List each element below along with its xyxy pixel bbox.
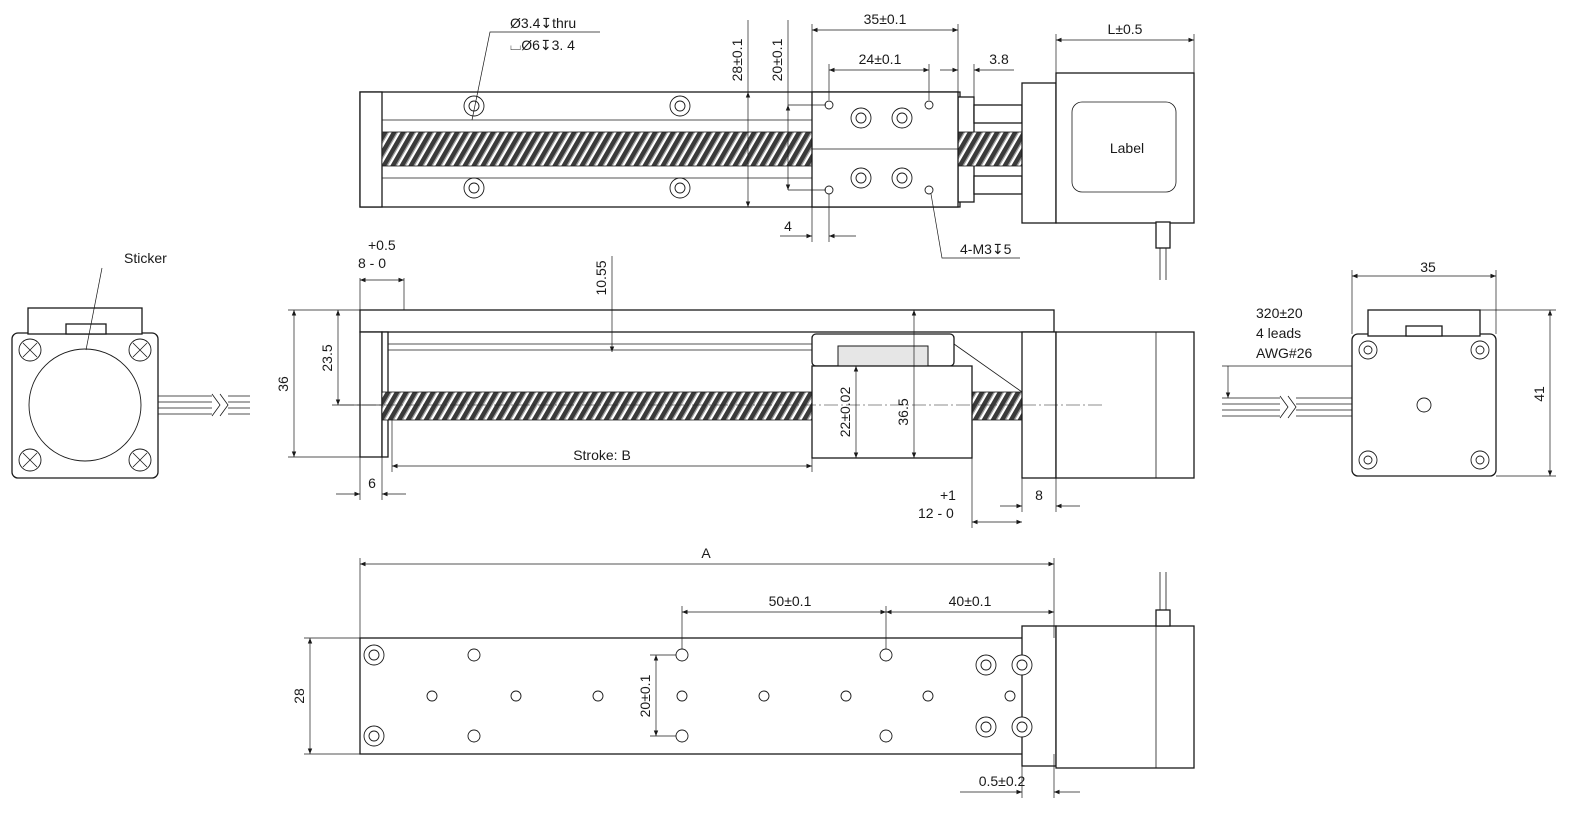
dim-8: 8	[1035, 487, 1043, 503]
dim-24-top: 24±0.1	[859, 51, 902, 67]
wire-leads-bottom	[1159, 572, 1167, 610]
dim-L: L±0.5	[1108, 21, 1143, 37]
sticker-leader	[85, 267, 103, 351]
motor-body-bottom	[1055, 625, 1195, 769]
dim-28-bottom: 28	[291, 688, 307, 704]
diagonal-brace	[953, 343, 1023, 393]
carriage	[811, 91, 959, 208]
dim-36: 36	[275, 376, 291, 392]
corner-screws	[18, 338, 152, 472]
sticker-label: Sticker	[124, 250, 167, 266]
cable-left	[158, 395, 212, 415]
lead-length: 320±20	[1256, 305, 1303, 321]
tol-plus-1: +1	[940, 487, 956, 503]
dim-A: A	[701, 545, 711, 561]
dim-3-8: 3.8	[989, 51, 1009, 67]
bottom-view: A 50±0.1 40±0.1 20±0.1 28 0.5±0.2	[291, 545, 1195, 798]
right-end-view: 320±20 4 leads AWG#26 35 41	[1222, 259, 1556, 477]
motor-flange-bottom	[1021, 625, 1057, 767]
dim-20-top: 20±0.1	[769, 38, 785, 81]
rear-cable	[1296, 397, 1352, 417]
rear-shaft	[1416, 397, 1432, 413]
top-view: Label 28±0.1 20±0.1	[359, 11, 1195, 280]
leads-count: 4 leads	[1256, 325, 1301, 341]
carriage-block	[811, 365, 973, 459]
stroke-label: Stroke: B	[573, 447, 631, 463]
hole-leader	[471, 31, 600, 121]
dim-20-bottom: 20±0.1	[637, 674, 653, 717]
dim-10-55: 10.55	[593, 260, 609, 295]
connector-tab	[65, 323, 107, 335]
label-text: Label	[1110, 140, 1144, 156]
coupler-top	[973, 104, 1023, 124]
end-cap-left	[359, 91, 383, 208]
dim-6: 6	[368, 475, 376, 491]
rear-corner-screws	[1358, 340, 1490, 470]
side-view: 36 23.5 +0.5 8 - 0 10.55 22±0.02 36.5 St…	[275, 237, 1195, 528]
dim-35-top: 35±0.1	[864, 11, 907, 27]
thread-leader	[930, 193, 1020, 259]
dim-41: 41	[1531, 386, 1547, 402]
dim-23-5: 23.5	[319, 344, 335, 371]
dim-4: 4	[784, 218, 792, 234]
tol-plus-0-5: +0.5	[368, 237, 396, 253]
dim-28-top: 28±0.1	[729, 38, 745, 81]
dim-36-5: 36.5	[895, 398, 911, 425]
dim-40: 40±0.1	[949, 593, 992, 609]
base-holes	[363, 644, 1033, 747]
wire-leads	[1159, 248, 1167, 280]
thread-callout: 4-M3↧5	[960, 241, 1012, 257]
dim-35-right: 35	[1420, 259, 1436, 275]
cable-break	[211, 393, 229, 417]
motor-body	[1055, 72, 1195, 224]
carriage-screws	[824, 100, 934, 195]
motor-boss	[28, 348, 142, 462]
motor-flange	[1021, 82, 1057, 224]
dim-50: 50±0.1	[769, 593, 812, 609]
base-plate	[359, 637, 1055, 755]
dim-0-5: 0.5±0.2	[979, 773, 1026, 789]
motor-label	[1071, 101, 1177, 193]
top-plate	[359, 309, 1055, 333]
end-block-left	[359, 331, 383, 458]
hole-callout-2: ⌴Ø6↧3. 4	[510, 37, 575, 53]
counterbored-holes	[463, 95, 691, 199]
left-end-view: Sticker	[11, 250, 250, 479]
awg-label: AWG#26	[1256, 345, 1312, 361]
tol-12-0: 12 - 0	[918, 505, 954, 521]
dim-22: 22±0.02	[837, 387, 853, 438]
wire-exit	[1155, 221, 1171, 249]
hole-callout-1: Ø3.4↧thru	[510, 15, 576, 31]
tol-8-0: 8 - 0	[358, 255, 386, 271]
carriage-bar	[837, 345, 929, 369]
coupler-bottom	[973, 175, 1023, 195]
